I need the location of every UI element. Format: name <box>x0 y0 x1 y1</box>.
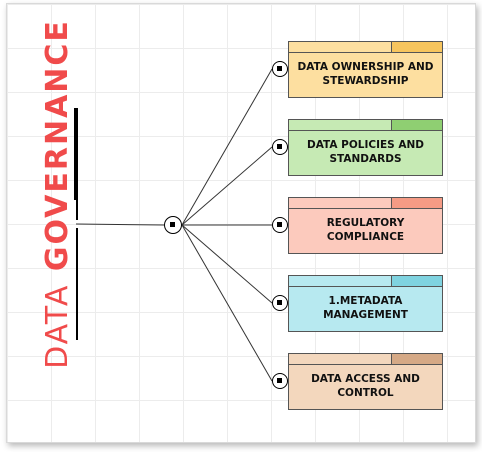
branch-box-tab <box>289 120 442 131</box>
branch-box-label: DATA POLICIES AND STANDARDS <box>306 139 424 165</box>
branch-box-tab <box>289 198 442 209</box>
branch-node-4 <box>272 295 288 311</box>
branch-node-2 <box>272 139 288 155</box>
branch-line-5 <box>181 224 273 382</box>
branch-box-label: DATA OWNERSHIP AND STEWARDSHIP <box>297 61 434 87</box>
branch-box-label: DATA ACCESS AND CONTROL <box>311 373 420 399</box>
vertical-axis-bottom <box>76 228 78 340</box>
hub-node <box>164 216 182 234</box>
branch-box-3: REGULATORY COMPLIANCE <box>288 197 443 254</box>
branch-box-tab <box>289 276 442 287</box>
trunk-line <box>75 223 165 226</box>
branch-box-tab <box>289 42 442 53</box>
branch-box-2: DATA POLICIES AND STANDARDS <box>288 119 443 176</box>
branch-node-3 <box>272 217 288 233</box>
branch-line-1 <box>181 68 273 226</box>
branch-node-5 <box>272 373 288 389</box>
branch-box-4: 1.METADATA MANAGEMENT <box>288 275 443 332</box>
branch-line-2 <box>181 146 273 226</box>
branch-box-label: 1.METADATA MANAGEMENT <box>323 295 408 321</box>
branch-box-1: DATA OWNERSHIP AND STEWARDSHIP <box>288 41 443 98</box>
branch-box-tab <box>289 354 442 365</box>
vertical-axis-top <box>76 110 78 220</box>
branch-box-5: DATA ACCESS AND CONTROL <box>288 353 443 410</box>
branch-node-1 <box>272 61 288 77</box>
branch-line-4 <box>181 224 273 304</box>
branch-box-label: REGULATORY COMPLIANCE <box>326 217 405 243</box>
